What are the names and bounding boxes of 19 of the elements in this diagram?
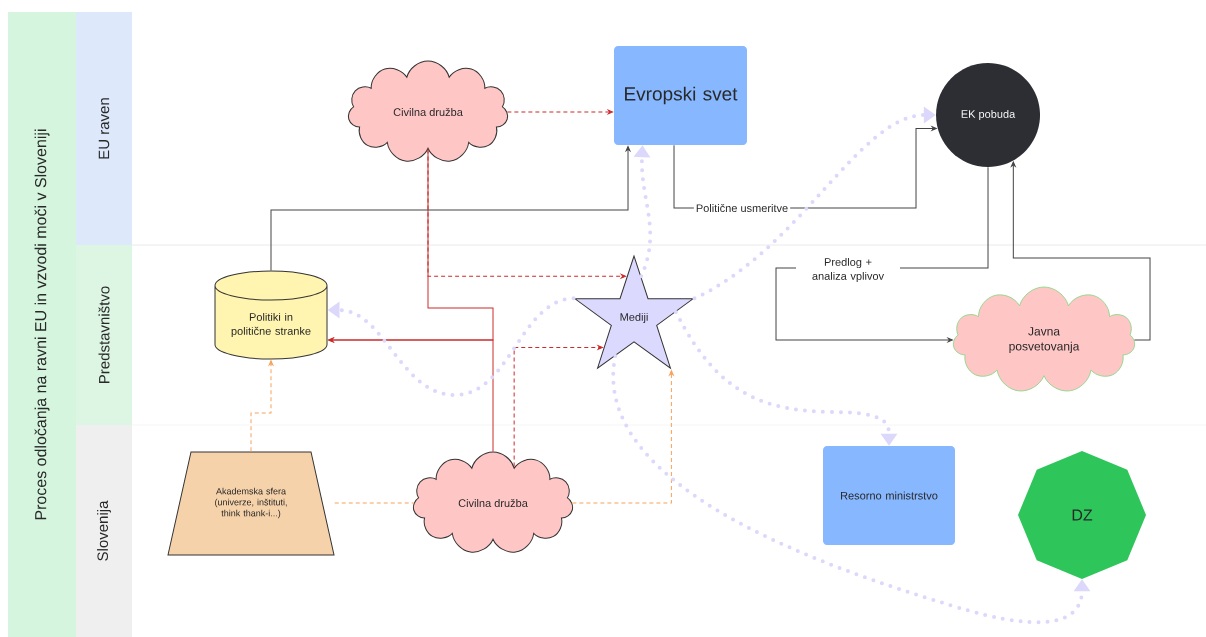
arrow [1011, 161, 1151, 341]
arrow [270, 145, 631, 272]
lane-header: Predstavništvo [76, 245, 132, 425]
arrow [513, 345, 603, 467]
connector-line [334, 502, 415, 504]
arrow [427, 148, 627, 279]
database-cylinder: Politiki in politične stranke [214, 270, 328, 360]
lane-header: Slovenija [76, 425, 132, 637]
process-box: Evropski svet [614, 46, 747, 145]
arrow [250, 360, 274, 452]
circle-node: EK pobuda [936, 63, 1040, 167]
edge-label: Politične usmeritve [693, 201, 791, 215]
title-band: Proces odločanja na ravni EU in vzvodi moči v Sloveniji [8, 12, 76, 637]
arrow [328, 337, 494, 452]
edge-label: Predlog + analiza vplivov [796, 255, 900, 285]
arrow [571, 370, 674, 504]
arrow [506, 109, 614, 115]
lane-header: EU raven [76, 12, 132, 245]
process-box: Resorno ministrstvo [823, 446, 955, 545]
